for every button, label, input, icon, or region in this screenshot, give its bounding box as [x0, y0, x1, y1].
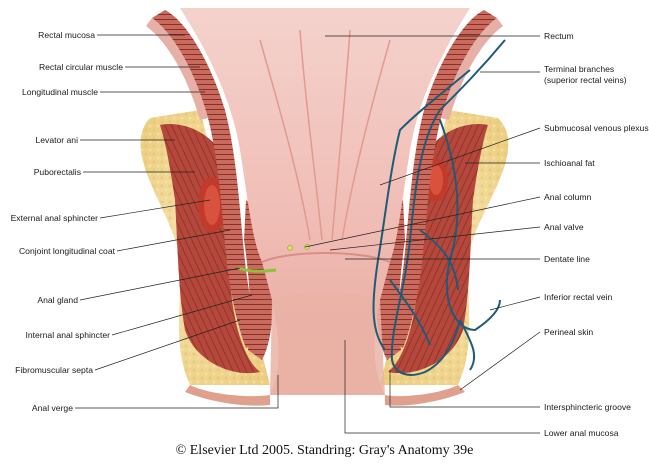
- label-conjoint-longitudinal-coat: Conjoint longitudinal coat: [18, 246, 115, 256]
- label-external-anal-sphincter: External anal sphincter: [10, 213, 98, 223]
- label-fibromuscular-septa: Fibromuscular septa: [15, 365, 93, 375]
- label-rectal-mucosa: Rectal mucosa: [38, 30, 95, 40]
- label-terminal-branches-sub: (superior rectal veins): [544, 75, 627, 85]
- leader-lines: [75, 34, 541, 434]
- label-ischioanal-fat: Ischioanal fat: [544, 158, 595, 168]
- label-internal-anal-sphincter: Internal anal sphincter: [25, 330, 110, 340]
- label-levator-ani: Levator ani: [35, 135, 78, 145]
- label-puborectalis: Puborectalis: [33, 167, 81, 177]
- label-intersphincteric-groove: Intersphincteric groove: [544, 402, 631, 412]
- label-longitudinal-muscle: Longitudinal muscle: [22, 87, 98, 97]
- label-anal-gland: Anal gland: [37, 295, 78, 305]
- anal-canal-lumen: [180, 8, 470, 395]
- perineal-skin-region: [185, 385, 465, 406]
- label-dentate-line: Dentate line: [544, 254, 590, 264]
- label-rectum: Rectum: [544, 31, 574, 41]
- label-anal-verge: Anal verge: [31, 403, 73, 413]
- label-perineal-skin: Perineal skin: [544, 327, 594, 337]
- figure-caption: © Elsevier Ltd 2005. Standring: Gray's A…: [175, 443, 474, 458]
- label-inferior-rectal-vein: Inferior rectal vein: [544, 292, 613, 302]
- label-rectal-circular-muscle: Rectal circular muscle: [38, 62, 123, 72]
- conjoint-longitudinal-coat-line: [237, 266, 277, 273]
- label-lower-anal-mucosa: Lower anal mucosa: [544, 428, 619, 438]
- label-anal-column: Anal column: [544, 192, 592, 202]
- label-submucosal-venous-plexus: Submucosal venous plexus: [544, 123, 649, 133]
- levator-ani-muscle: [160, 124, 488, 374]
- venous-plexus: [372, 39, 506, 376]
- label-terminal-branches: Terminal branches: [544, 64, 615, 74]
- label-anal-valve: Anal valve: [544, 222, 584, 232]
